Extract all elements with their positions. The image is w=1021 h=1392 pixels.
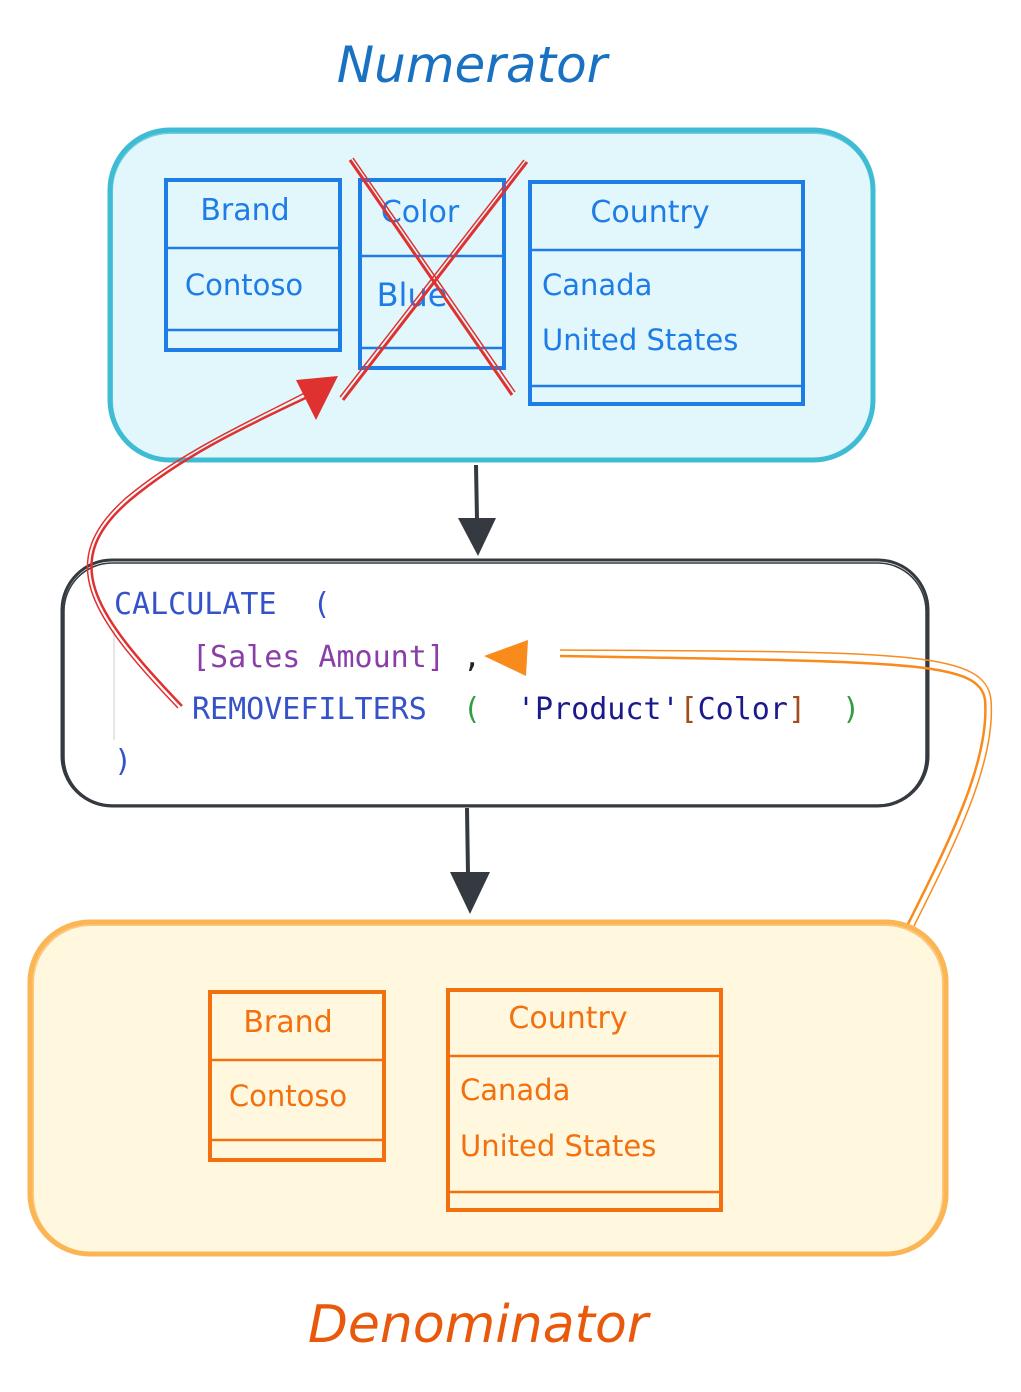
numerator-country-header: Country — [590, 195, 709, 230]
code-removefilters-close-paren: ) — [842, 692, 860, 727]
arrow-code-to-denominator — [450, 807, 490, 914]
removed-filter-cross — [339, 157, 529, 401]
denominator-country-value-1: Canada — [460, 1073, 570, 1107]
code-table-name: 'Product' — [517, 692, 680, 727]
denominator-title: Denominator — [308, 1295, 652, 1355]
numerator-color-header: Color — [381, 195, 460, 230]
arrow-numerator-to-code — [458, 464, 496, 556]
code-calculate-close-paren: ) — [114, 744, 132, 779]
denominator-brand-header: Brand — [243, 1005, 332, 1040]
code-comma: , — [463, 640, 481, 675]
numerator-country-value-1: Canada — [542, 268, 652, 302]
numerator-title: Numerator — [337, 36, 611, 94]
code-line-1: CALCULATE ( — [114, 587, 331, 622]
red-arrow-removefilters-to-color — [86, 376, 338, 709]
code-calculate-open-paren: ( — [313, 587, 331, 622]
numerator-brand-header: Brand — [200, 193, 289, 228]
orange-arrow-denominator-to-code — [484, 640, 993, 927]
code-column-bracket-close: ] — [788, 692, 806, 727]
code-line-3: REMOVEFILTERS ( 'Product'[Color] ) — [192, 692, 860, 727]
numerator-color-table: Color Blue — [358, 178, 506, 370]
code-calculate-keyword: CALCULATE — [114, 587, 277, 622]
code-column-bracket-open: [ — [680, 692, 698, 727]
denominator-brand-table: Brand Contoso — [208, 990, 386, 1162]
numerator-country-value-2: United States — [542, 323, 738, 357]
denominator-brand-value: Contoso — [229, 1079, 347, 1113]
code-removefilters-function: REMOVEFILTERS — [192, 692, 427, 727]
numerator-brand-value: Contoso — [185, 268, 303, 302]
numerator-country-table: Country Canada United States — [528, 180, 805, 406]
code-line-2: [Sales Amount] , — [192, 640, 481, 675]
code-measure: [Sales Amount] — [192, 640, 445, 675]
denominator-country-header: Country — [508, 1001, 627, 1036]
numerator-brand-table: Brand Contoso — [164, 178, 342, 352]
denominator-country-table: Country Canada United States — [446, 988, 723, 1212]
code-removefilters-open-paren: ( — [463, 692, 481, 727]
denominator-country-value-2: United States — [460, 1129, 656, 1163]
code-column-name: Color — [698, 692, 788, 727]
code-box — [60, 558, 930, 808]
